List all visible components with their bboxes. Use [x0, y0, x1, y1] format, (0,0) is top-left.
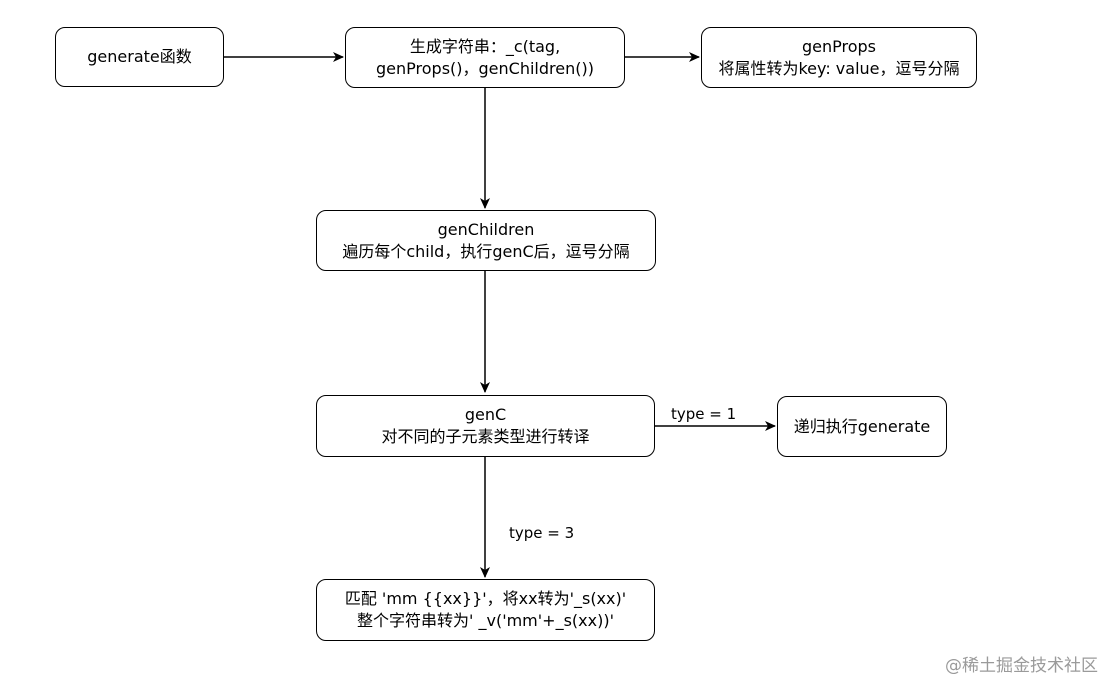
edge-label-type1: type = 1 [671, 405, 737, 423]
node-gen-props: genProps 将属性转为key: value，逗号分隔 [701, 27, 977, 88]
node-gen-c: genC 对不同的子元素类型进行转译 [316, 395, 655, 457]
node-gen-props-line1: genProps [801, 36, 876, 56]
node-gen-string: 生成字符串：_c(tag, genProps()，genChildren()) [345, 27, 625, 88]
node-match: 匹配 'mm {{xx}}'，将xx转为'_s(xx)' 整个字符串转为' _v… [316, 579, 655, 641]
node-gen-c-line2: 对不同的子元素类型进行转译 [381, 427, 590, 446]
node-gen-props-line2: 将属性转为key: value，逗号分隔 [718, 58, 960, 78]
node-gen-string-line2: genProps()，genChildren()) [376, 58, 594, 78]
node-gen-string-line1: 生成字符串：_c(tag, [409, 36, 561, 56]
node-gen-children-line1: genChildren [437, 219, 535, 239]
node-gen-c-line1: genC [464, 405, 507, 424]
node-recurse: 递归执行generate [777, 396, 947, 457]
node-gen-children-line2: 遍历每个child，执行genC后，逗号分隔 [342, 241, 630, 261]
node-recurse-label: 递归执行generate [793, 416, 931, 436]
node-gen-children: genChildren 遍历每个child，执行genC后，逗号分隔 [316, 210, 656, 271]
node-generate-label: generate函数 [87, 47, 192, 66]
edge-label-type3: type = 3 [509, 524, 575, 542]
watermark-text: @稀土掘金技术社区 [945, 656, 1098, 676]
node-generate: generate函数 [55, 27, 224, 87]
node-match-line2: 整个字符串转为' _v('mm'+_s(xx))' [357, 611, 614, 630]
node-match-line1: 匹配 'mm {{xx}}'，将xx转为'_s(xx)' [344, 589, 627, 608]
